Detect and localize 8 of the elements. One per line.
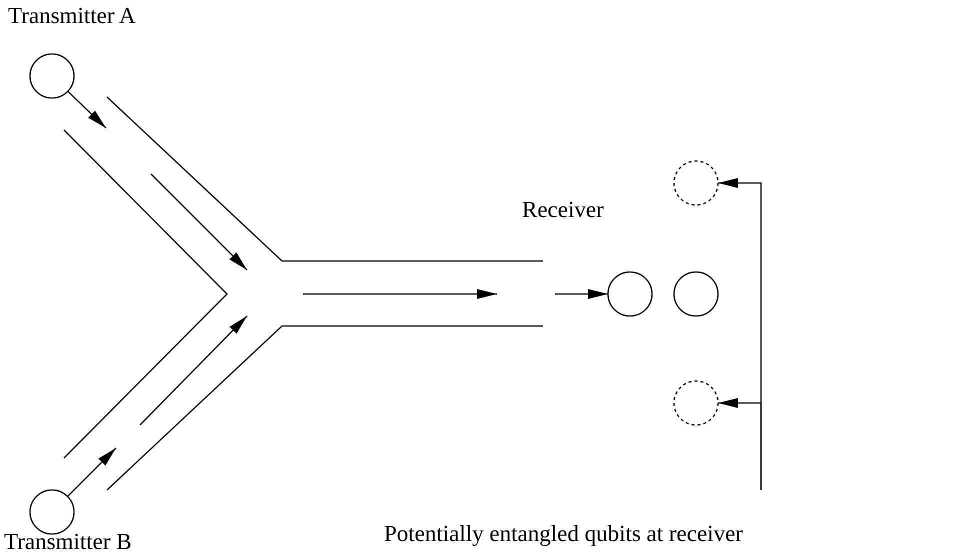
leader-line: [718, 398, 762, 490]
arrow: [67, 448, 116, 497]
arrow: [555, 289, 608, 299]
annotation-text: Potentially entangled qubits at receiver: [384, 520, 743, 548]
node-caption: Transmitter A: [8, 2, 136, 30]
node-caption: Receiver: [522, 196, 604, 224]
arrow: [67, 90, 106, 128]
node-caption: Transmitter B: [4, 528, 132, 556]
